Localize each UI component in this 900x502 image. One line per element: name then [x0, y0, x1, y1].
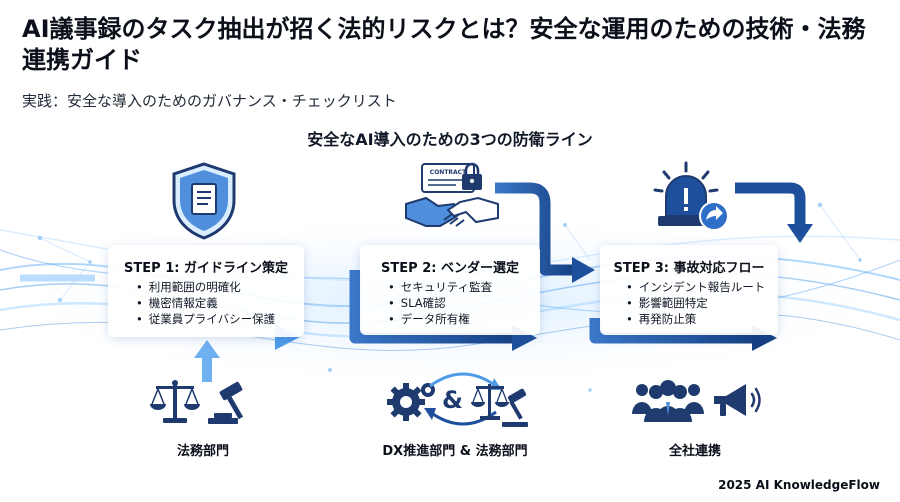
department-label-company-wide: 全社連携: [668, 444, 721, 459]
scales-gavel-icon: [471, 384, 528, 427]
people-group-icon: [632, 380, 704, 422]
shield-document-icon: [172, 162, 236, 240]
step-1-title: STEP 1: ガイドライン策定: [124, 261, 288, 276]
contract-handshake-icon: CONTRACT: [405, 162, 499, 227]
megaphone-icon: [714, 384, 761, 416]
step-2-title: STEP 2: ベンダー選定: [381, 261, 519, 276]
flow-arrow-step-3-top: [735, 182, 806, 225]
department-label-legal: 法務部門: [176, 444, 229, 459]
list-item: 機密情報定義: [136, 295, 275, 311]
flow-arrow-head: [194, 340, 220, 358]
ampersand-connector: &: [442, 386, 463, 414]
step-2-card: STEP 2: ベンダー選定 セキュリティ監査 SLA確認 データ所有権: [360, 245, 540, 335]
list-item: SLA確認: [388, 295, 492, 311]
forward-arrow-icon: [699, 201, 729, 231]
footer-credit: 2025 AI KnowledgeFlow: [718, 478, 880, 492]
network-links: [39, 204, 861, 301]
step-3-card: STEP 3: 事故対応フロー インシデント報告ルート 影響範囲特定 再発防止策: [600, 245, 778, 335]
step-1-list: 利用範囲の明確化 機密情報定義 従業員プライバシー保護: [136, 279, 275, 327]
alarm-light-icon: [653, 161, 729, 231]
list-item: セキュリティ監査: [388, 279, 492, 295]
gears-icon: [387, 383, 435, 421]
page-title: AI議事録のタスク抽出が招く法的リスクとは？安全な運用のための技術・法務連携ガイ…: [22, 15, 866, 74]
flow-arrow-head: [787, 224, 813, 243]
list-item: 利用範囲の明確化: [136, 279, 275, 295]
diagram-title: 安全なAI導入のための3つの防衛ライン: [307, 130, 593, 149]
list-item: データ所有権: [388, 311, 492, 327]
flow-arrow-head: [572, 257, 595, 283]
department-label-dx-legal: DX推進部門 & 法務部門: [382, 444, 528, 459]
flow-arrow-step-2-to-step-3-top: [495, 182, 575, 276]
step-1-card: STEP 1: ガイドライン策定 利用範囲の明確化 機密情報定義 従業員プライバ…: [108, 245, 304, 337]
page-subtitle: 実践：安全な導入のためのガバナンス・チェックリスト: [22, 92, 397, 110]
gavel-icon: [208, 381, 244, 424]
list-item: インシデント報告ルート: [626, 279, 766, 295]
lock-icon: [462, 162, 482, 190]
contract-label: CONTRACT: [430, 169, 467, 176]
flow-arrow-step-3-out: [589, 318, 755, 344]
flow-arrow-step-1-to-step-2: [349, 270, 515, 344]
list-item: 影響範囲特定: [626, 295, 765, 311]
step-3-list: インシデント報告ルート 影響範囲特定 再発防止策: [626, 279, 766, 327]
step-3-title: STEP 3: 事故対応フロー: [613, 261, 765, 276]
list-item: 従業員プライバシー保護: [136, 311, 275, 327]
scales-icon: [150, 380, 200, 423]
step-2-list: セキュリティ監査 SLA確認 データ所有権: [388, 279, 492, 327]
list-item: 再発防止策: [626, 311, 765, 327]
